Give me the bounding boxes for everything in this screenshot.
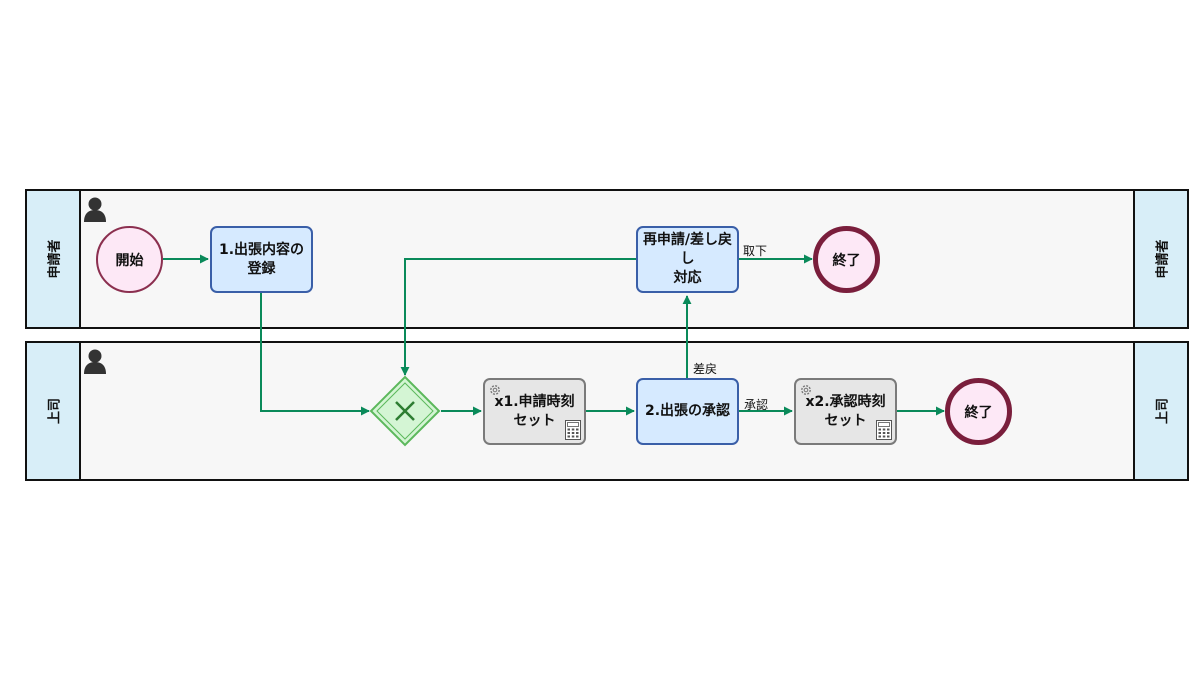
- calculator-icon: [565, 420, 581, 440]
- lane-applicant-header-right: 申請者: [1133, 191, 1187, 327]
- end-event-applicant[interactable]: 終了: [813, 226, 880, 293]
- task-resubmit[interactable]: 再申請/差し戻し 対応: [636, 226, 739, 293]
- start-event[interactable]: 開始: [96, 226, 163, 293]
- start-event-label: 開始: [115, 252, 144, 269]
- lane-boss-header-right: 上司: [1133, 343, 1187, 479]
- edge-label-withdraw: 取下: [743, 244, 768, 258]
- flow-resubmit-to-gateway: [400, 258, 636, 376]
- task-register-trip[interactable]: 1.出張内容の 登録: [210, 226, 313, 293]
- gear-icon: [490, 385, 500, 395]
- exclusive-gateway[interactable]: [369, 375, 441, 447]
- person-icon: [84, 197, 106, 222]
- task-register-trip-label: 1.出張内容の 登録: [218, 241, 305, 277]
- script-task-x2-label: x2.承認時刻 セット: [805, 393, 886, 429]
- end-event-boss[interactable]: 終了: [945, 378, 1012, 445]
- x-icon: [395, 401, 415, 421]
- flow-register-to-gateway: [260, 293, 370, 416]
- gear-icon: [801, 385, 811, 395]
- lane-applicant-header-left: 申請者: [27, 191, 81, 327]
- edge-label-approve: 承認: [744, 398, 769, 412]
- task-resubmit-label: 再申請/差し戻し 対応: [642, 232, 733, 286]
- person-icon: [84, 349, 106, 374]
- lane-boss-header-left: 上司: [27, 343, 81, 479]
- edge-label-return: 差戻: [693, 362, 718, 376]
- task-approve-trip[interactable]: 2.出張の承認: [636, 378, 739, 445]
- calculator-icon: [876, 420, 892, 440]
- script-task-x1-label: x1.申請時刻 セット: [494, 393, 575, 429]
- script-task-x1[interactable]: x1.申請時刻 セット: [483, 378, 586, 445]
- end-event-boss-label: 終了: [964, 404, 993, 421]
- script-task-x2[interactable]: x2.承認時刻 セット: [794, 378, 897, 445]
- task-approve-trip-label: 2.出張の承認: [644, 403, 731, 419]
- end-event-applicant-label: 終了: [832, 252, 861, 269]
